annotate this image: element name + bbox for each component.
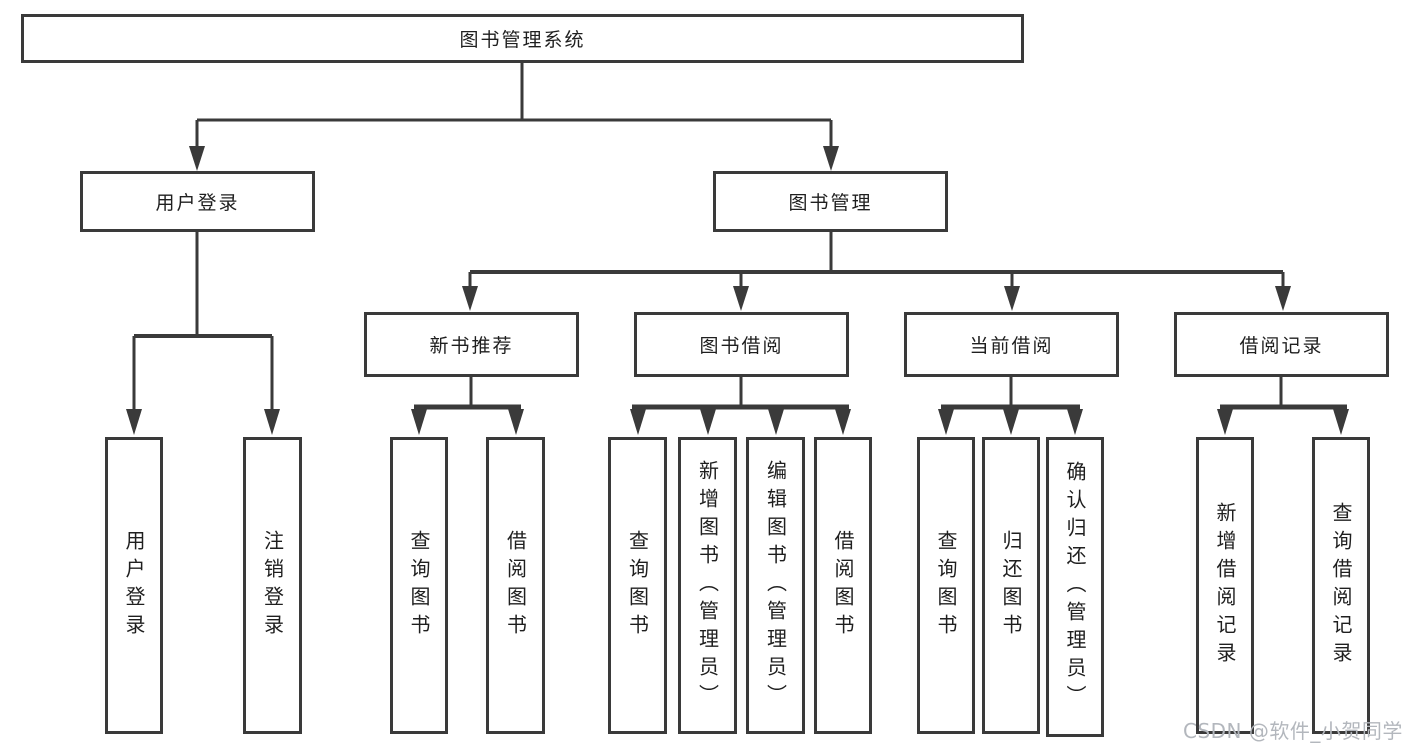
leaf-bb-borrow-book: 借阅图书 <box>814 437 872 734</box>
node-book-management: 图书管理 <box>713 171 948 232</box>
leaf-cb-query-book: 查询图书 <box>917 437 975 734</box>
node-root-system: 图书管理系统 <box>21 14 1024 63</box>
node-user-login: 用户登录 <box>80 171 315 232</box>
connector-newbookrec-to-leaves <box>414 377 521 410</box>
leaf-logout: 注销登录 <box>243 437 302 734</box>
node-new-book-recommend-label: 新书推荐 <box>429 335 514 357</box>
arrowheads-root-to-level2 <box>189 146 839 171</box>
leaf-rec-borrow-book: 借阅图书 <box>486 437 545 734</box>
node-book-borrow: 图书借阅 <box>634 312 849 377</box>
leaf-cb-query-book-label: 查询图书 <box>934 529 958 642</box>
node-current-borrow-label: 当前借阅 <box>969 335 1054 357</box>
connector-borrowrecords-to-leaves <box>1220 377 1347 410</box>
leaf-cb-return-book-label: 归还图书 <box>999 529 1023 642</box>
arrowheads-currentborrow-to-leaves <box>938 409 1083 435</box>
leaf-bb-query-book: 查询图书 <box>608 437 667 734</box>
arrowheads-userlogin-to-leaves <box>126 409 280 435</box>
connector-userlogin-to-leaves <box>132 232 274 411</box>
leaf-user-login: 用户登录 <box>105 437 163 734</box>
leaf-bb-borrow-book-label: 借阅图书 <box>831 529 855 642</box>
leaf-rec-borrow-book-label: 借阅图书 <box>503 529 528 642</box>
leaf-bb-edit-book-admin-label: 编辑图书（管理员） <box>763 459 788 712</box>
csdn-watermark: CSDN @软件_小贺同学 <box>1183 719 1403 743</box>
node-root-system-label: 图书管理系统 <box>459 29 586 51</box>
node-new-book-recommend: 新书推荐 <box>364 312 579 377</box>
node-user-login-label: 用户登录 <box>155 192 240 214</box>
leaf-br-query-record: 查询借阅记录 <box>1312 437 1370 734</box>
arrowheads-newbookrec-to-leaves <box>411 409 524 435</box>
node-book-borrow-label: 图书借阅 <box>699 335 784 357</box>
leaf-bb-query-book-label: 查询图书 <box>625 529 650 642</box>
leaf-user-login-label: 用户登录 <box>122 529 146 642</box>
leaf-cb-confirm-return-admin-label: 确认归还（管理员） <box>1063 461 1087 713</box>
leaf-cb-confirm-return-admin: 确认归还（管理员） <box>1046 437 1104 737</box>
leaf-bb-edit-book-admin: 编辑图书（管理员） <box>746 437 805 734</box>
leaf-bb-add-book-admin-label: 新增图书（管理员） <box>695 459 720 712</box>
node-borrow-records: 借阅记录 <box>1174 312 1389 377</box>
arrowheads-bookborrow-to-leaves <box>630 409 851 435</box>
arrowheads-borrowrecords-to-leaves <box>1217 409 1349 435</box>
leaf-br-query-record-label: 查询借阅记录 <box>1329 501 1353 670</box>
leaf-cb-return-book: 归还图书 <box>982 437 1040 734</box>
arrowheads-bookmgmt-to-level3 <box>462 286 1291 311</box>
connector-bookborrow-to-leaves <box>632 377 849 410</box>
leaf-bb-add-book-admin: 新增图书（管理员） <box>678 437 737 734</box>
connector-currentborrow-to-leaves <box>941 377 1080 410</box>
connector-bookmgmt-to-level3 <box>468 232 1285 288</box>
leaf-br-add-record: 新增借阅记录 <box>1196 437 1254 734</box>
leaf-br-add-record-label: 新增借阅记录 <box>1213 501 1237 670</box>
leaf-logout-label: 注销登录 <box>260 529 285 642</box>
node-book-management-label: 图书管理 <box>788 192 873 214</box>
leaf-rec-query-book: 查询图书 <box>390 437 448 734</box>
node-current-borrow: 当前借阅 <box>904 312 1119 377</box>
leaf-rec-query-book-label: 查询图书 <box>407 529 431 642</box>
connector-root-to-level2 <box>195 63 833 148</box>
node-borrow-records-label: 借阅记录 <box>1239 335 1324 357</box>
